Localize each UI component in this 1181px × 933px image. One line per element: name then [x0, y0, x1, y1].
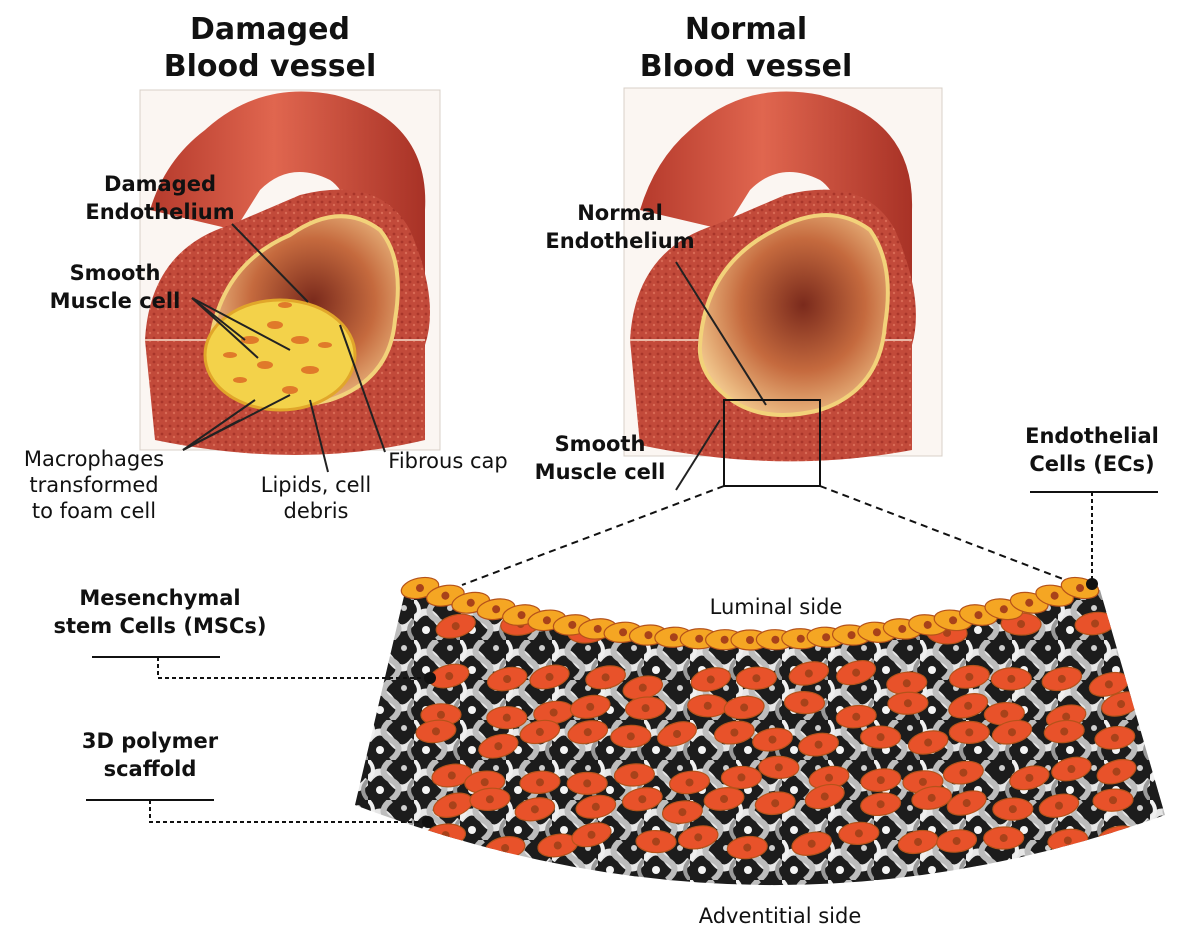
polymer-line2: scaffold — [50, 755, 250, 783]
endothelial-cells-line1: Endothelial — [1008, 422, 1176, 450]
msc-cell — [860, 726, 900, 748]
lipids-line1: Lipids, cell — [236, 472, 396, 498]
normal-endothelium-line1: Normal — [535, 199, 705, 227]
damaged-smooth-muscle-line1: Smooth — [30, 259, 200, 287]
msc-cell — [636, 830, 676, 853]
normal-endothelium-line2: Endothelium — [535, 227, 705, 255]
ec-pointer-dot — [1086, 578, 1098, 590]
normal-smooth-muscle-line2: Muscle cell — [515, 458, 685, 486]
projection-lines — [462, 486, 1076, 585]
fibrous-cap-label: Fibrous cap — [368, 448, 528, 474]
normal-smooth-muscle-line1: Smooth — [515, 430, 685, 458]
normal-smooth-muscle-label: Smooth Muscle cell — [515, 430, 685, 486]
msc-cell — [721, 766, 762, 789]
macrophages-line3: to foam cell — [4, 498, 184, 524]
msc-line2: stem Cells (MSCs) — [40, 612, 280, 640]
scaffold-pointer-dot — [422, 816, 434, 828]
normal-title: Normal Blood vessel — [616, 11, 876, 85]
normal-endothelium-label: Normal Endothelium — [535, 199, 705, 255]
msc-label: Mesenchymal stem Cells (MSCs) — [40, 584, 280, 640]
msc-cell — [567, 772, 607, 794]
msc-cell — [688, 694, 728, 717]
polymer-line1: 3D polymer — [50, 727, 250, 755]
msc-cell — [487, 706, 527, 729]
damaged-title-line2: Blood vessel — [140, 48, 400, 85]
macrophages-label: Macrophages transformed to foam cell — [4, 446, 184, 524]
normal-title-line1: Normal — [616, 11, 876, 48]
msc-cell — [759, 756, 800, 779]
adventitial-side-label: Adventitial side — [660, 903, 900, 929]
msc-pointer-dot — [424, 672, 436, 684]
msc-line1: Mesenchymal — [40, 584, 280, 612]
lipids-label: Lipids, cell debris — [236, 472, 396, 524]
damaged-endothelium-line1: Damaged — [60, 170, 260, 198]
damaged-endothelium-line2: Endothelium — [60, 198, 260, 226]
msc-cell — [993, 798, 1033, 821]
damaged-smooth-muscle-line2: Muscle cell — [30, 287, 200, 315]
damaged-smooth-muscle-label: Smooth Muscle cell — [30, 259, 200, 315]
normal-title-line2: Blood vessel — [616, 48, 876, 85]
damaged-title: Damaged Blood vessel — [140, 11, 400, 85]
endothelial-cells-line2: Cells (ECs) — [1008, 450, 1176, 478]
msc-cell — [991, 667, 1031, 690]
damaged-endothelium-label: Damaged Endothelium — [60, 170, 260, 226]
lipids-line2: debris — [236, 498, 396, 524]
polymer-scaffold-label: 3D polymer scaffold — [50, 727, 250, 783]
endothelial-cells-label: Endothelial Cells (ECs) — [1008, 422, 1176, 478]
scaffold-illustration — [355, 574, 1165, 885]
damaged-title-line1: Damaged — [140, 11, 400, 48]
msc-cell — [949, 721, 989, 743]
luminal-side-label: Luminal side — [676, 594, 876, 620]
msc-cell — [983, 827, 1024, 850]
macrophages-line2: transformed — [4, 472, 184, 498]
macrophages-line1: Macrophages — [4, 446, 184, 472]
